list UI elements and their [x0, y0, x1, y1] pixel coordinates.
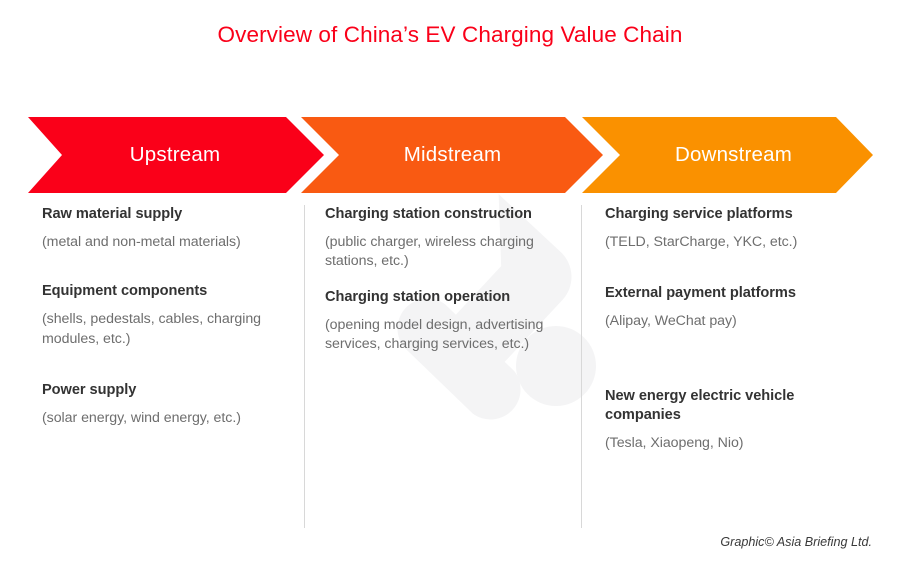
column-divider-right [581, 205, 582, 528]
entry-heading: Charging station operation [325, 288, 511, 305]
list-item: New energy electric vehicle companies (T… [605, 387, 873, 454]
entry-heading: External payment platforms [605, 285, 796, 302]
entry-detail: (Tesla, Xiaopeng, Nio) [605, 435, 744, 452]
entry-detail: (shells, pedestals, cables, charging mod… [42, 311, 262, 347]
column-divider-left [304, 205, 305, 528]
entry-detail: (TELD, StarCharge, YKC, etc.) [605, 233, 798, 250]
entry-heading: Equipment components [42, 283, 208, 300]
column-midstream: Charging station construction (public ch… [325, 205, 580, 530]
upstream-arrow-shape [28, 117, 324, 193]
graphic-credit: Graphic© Asia Briefing Ltd. [720, 535, 872, 549]
entry-detail: (public charger, wireless charging stati… [325, 233, 534, 270]
entry-heading: Raw material supply [42, 206, 183, 222]
entry-detail: (solar energy, wind energy, etc.) [42, 409, 241, 426]
stage-label-upstream[interactable]: Upstream [129, 143, 221, 166]
entry-heading: Charging service platforms [605, 206, 793, 222]
entry-heading: Charging station construction [325, 206, 532, 222]
stage-label-downstream[interactable]: Downstream [674, 143, 793, 166]
list-item: Charging station construction (public ch… [325, 205, 580, 272]
list-item: Charging service platforms (TELD, StarCh… [605, 205, 873, 252]
list-item: External payment platforms (Alipay, WeCh… [605, 284, 873, 331]
list-item: Raw material supply (metal and non-metal… [42, 205, 304, 252]
page-title: Overview of China’s EV Charging Value Ch… [217, 22, 683, 47]
entry-heading: New energy electric vehicle companies [605, 387, 795, 424]
column-upstream: Raw material supply (metal and non-metal… [42, 205, 304, 530]
midstream-arrow-shape [301, 117, 603, 193]
column-downstream: Charging service platforms (TELD, StarCh… [605, 205, 873, 530]
list-item: Charging station operation (opening mode… [325, 288, 580, 355]
entry-detail: (Alipay, WeChat pay) [605, 313, 737, 330]
entry-detail: (opening model design, advertising servi… [325, 316, 544, 353]
list-item: Equipment components (shells, pedestals,… [42, 282, 304, 349]
stage-label-midstream[interactable]: Midstream [403, 143, 502, 166]
entry-detail: (metal and non-metal materials) [42, 233, 241, 250]
entry-heading: Power supply [42, 382, 137, 399]
list-item: Power supply (solar energy, wind energy,… [42, 381, 304, 428]
downstream-arrow-shape [582, 117, 873, 193]
value-chain-banner: Upstream Midstream Downstream [0, 117, 900, 193]
value-chain-columns: Raw material supply (metal and non-metal… [0, 205, 900, 530]
